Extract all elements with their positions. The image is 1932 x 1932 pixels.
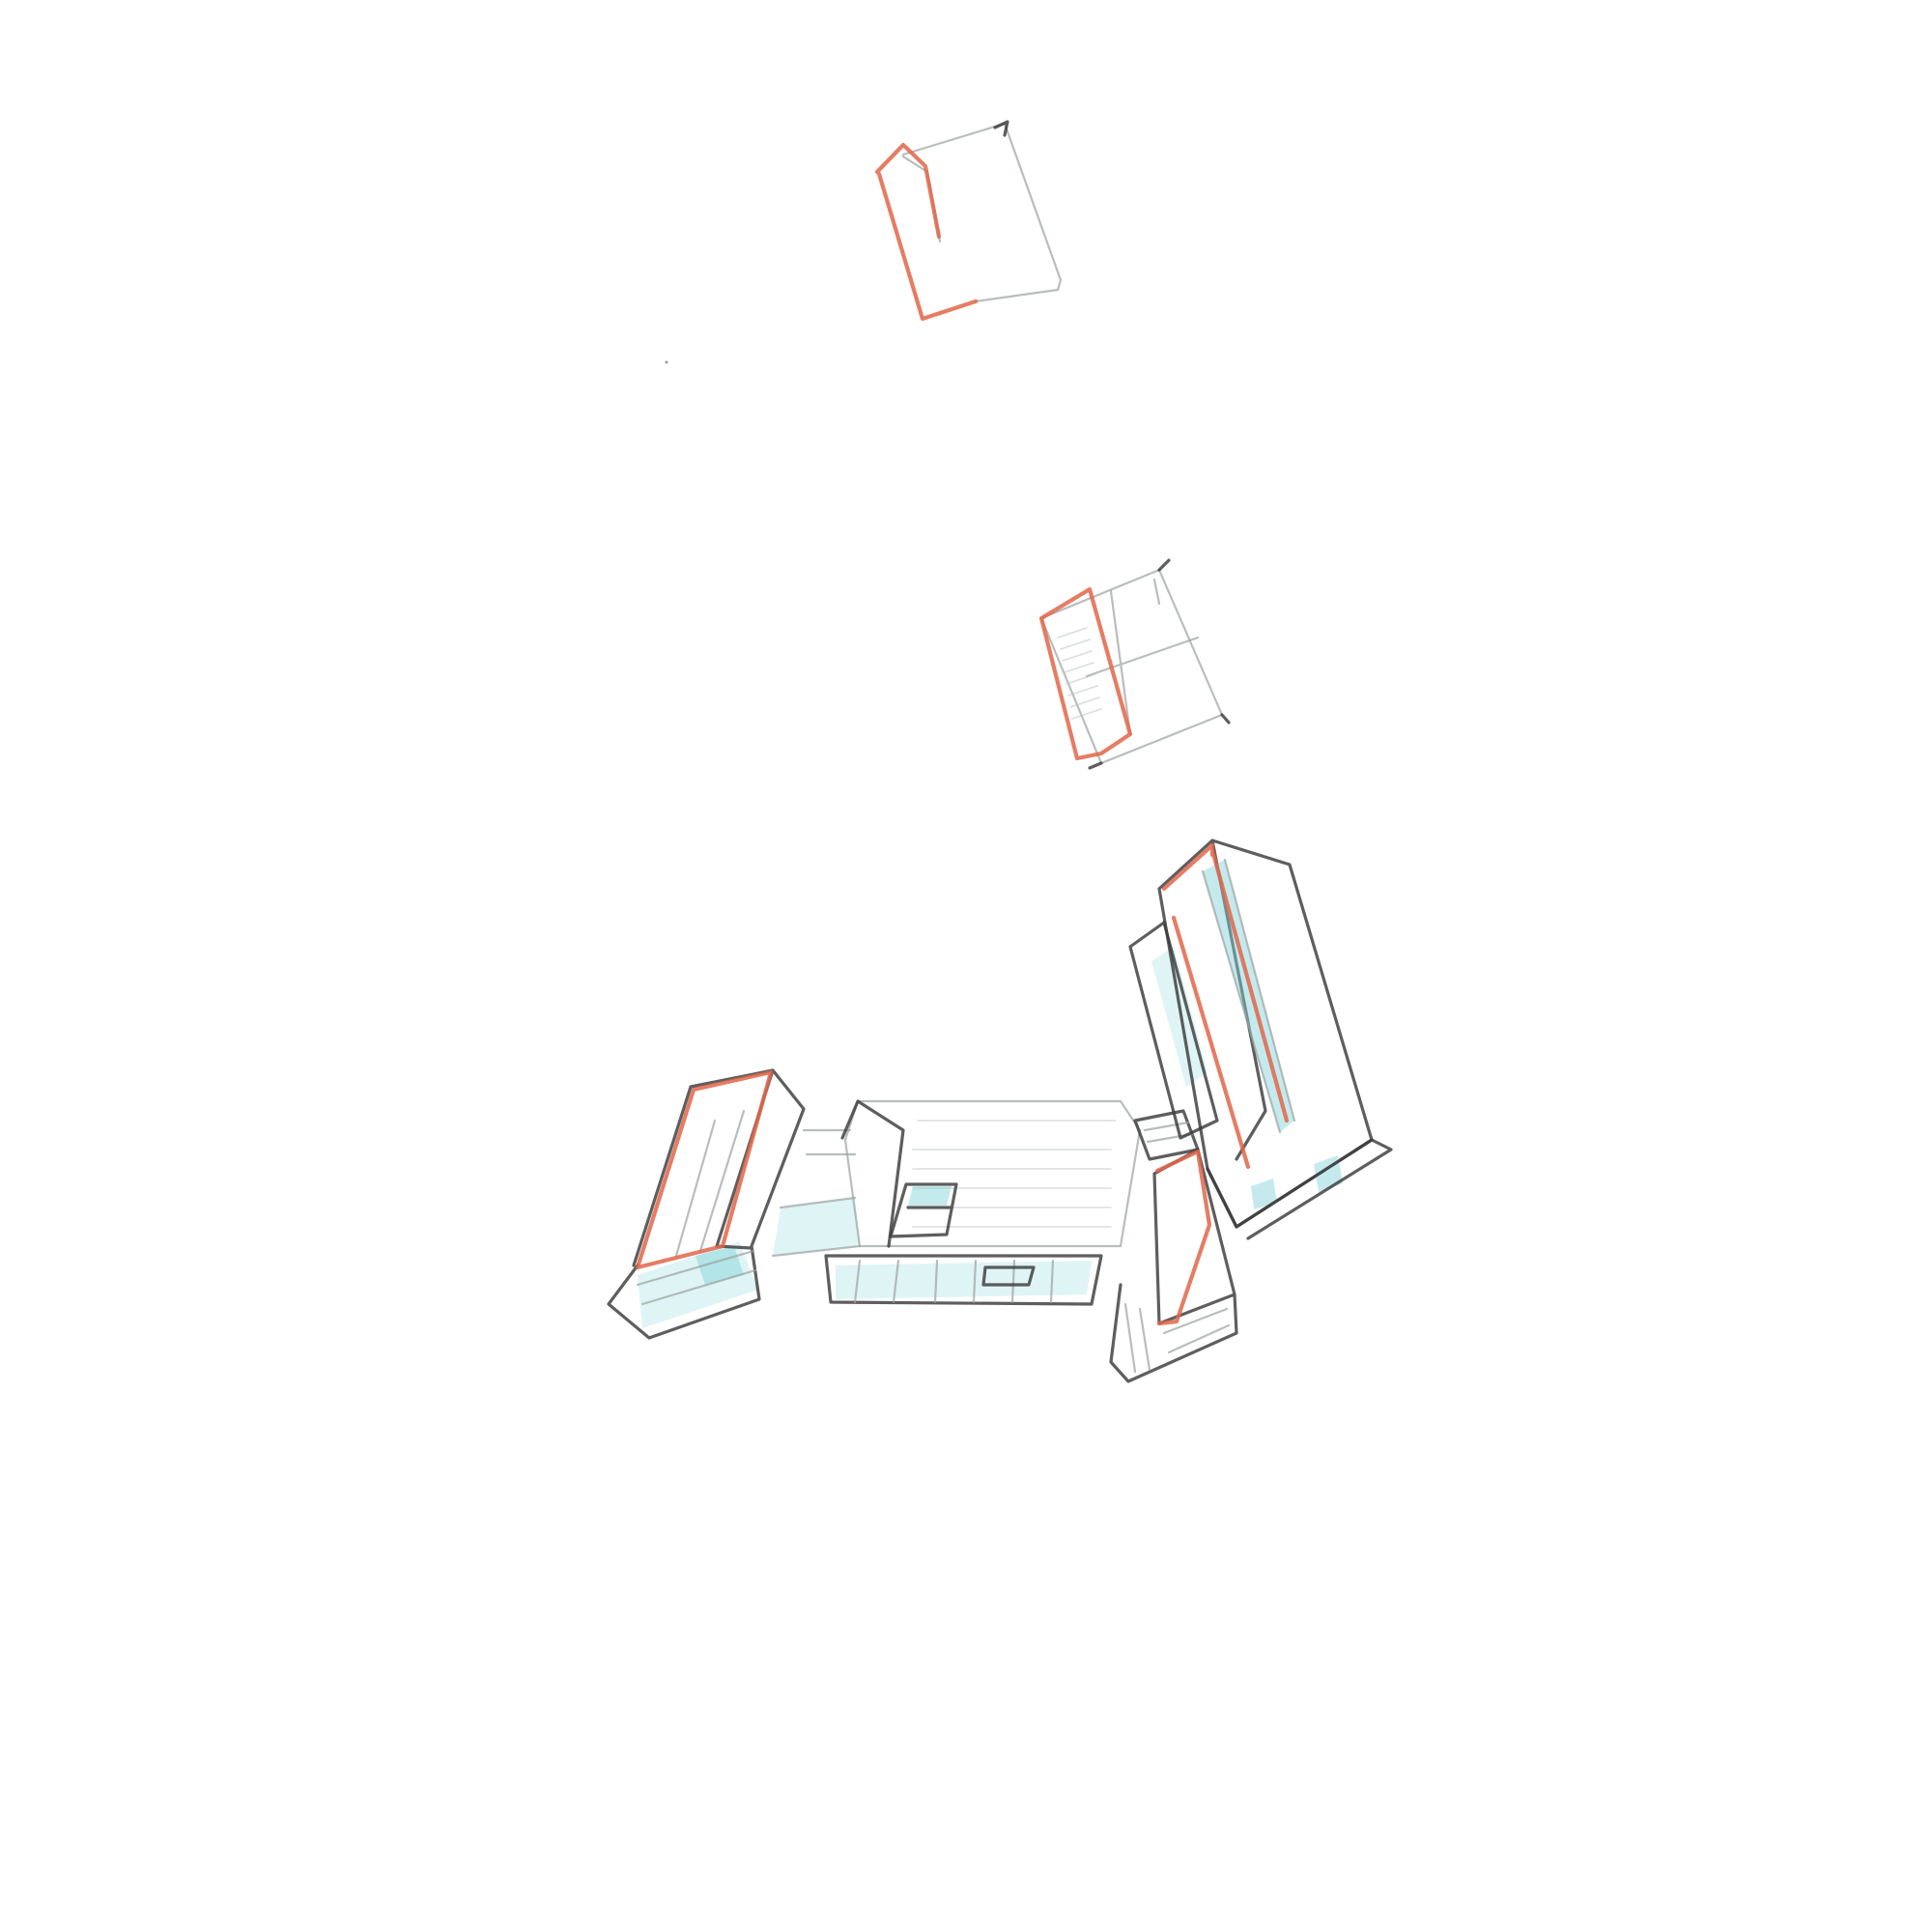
middle-block-grid: [1085, 578, 1200, 736]
right-connector-hatch: [1143, 1121, 1194, 1144]
center-lower-wing-outline: [824, 1254, 1103, 1306]
left-connector: [771, 1128, 862, 1258]
center-block-hatch: [912, 1120, 1117, 1228]
center-skylight-frame: [889, 1182, 958, 1238]
lower-right-box-outline: [1109, 1148, 1238, 1383]
floating-block-middle: [1038, 558, 1231, 770]
tall-stack-base-window-1: [1251, 1179, 1277, 1209]
tall-stack-base-outline: [1206, 1138, 1393, 1240]
center-lower-wing-mullions: [853, 1259, 1055, 1304]
top-block-orange-edge: [874, 142, 979, 322]
middle-block-corners: [1088, 558, 1231, 770]
tall-right-stack: [1128, 838, 1393, 1240]
left-box: [607, 1068, 806, 1340]
left-box-orange-edge: [635, 1069, 774, 1270]
floating-block-top: [874, 120, 1063, 322]
lower-right-box-side-lines: [1123, 1302, 1231, 1374]
top-block-inner-edge: [901, 155, 942, 243]
left-connector-lines: [771, 1128, 862, 1258]
middle-block-orange-edge: [1038, 586, 1133, 761]
center-lower-wing-glazing: [836, 1261, 1092, 1299]
lower-right-box-orange-edge: [1154, 1149, 1212, 1326]
left-connector-glazing: [773, 1198, 860, 1256]
left-box-side-lines: [636, 1109, 757, 1306]
tall-stack-skylight-lines: [1201, 858, 1296, 1134]
center-block: [824, 1099, 1142, 1306]
tall-stack-side-outline: [1128, 921, 1219, 1140]
stray-pencil-mark: [665, 360, 668, 364]
center-lower-wing-window: [981, 1265, 1036, 1287]
top-block-outline: [901, 122, 1063, 303]
center-skylight-glass: [908, 1186, 952, 1206]
middle-block-hatch: [1057, 627, 1102, 720]
lower-right-box: [1109, 1148, 1238, 1383]
left-box-glazing-accent: [696, 1246, 744, 1285]
tall-stack-orange-edge: [1161, 842, 1290, 1170]
center-block-outline: [843, 1099, 1142, 1248]
tall-stack-side-glazing: [1151, 947, 1208, 1087]
center-block-edges: [840, 1099, 905, 1248]
top-block-corner-tr: [993, 120, 1009, 137]
left-box-glazing-fill: [638, 1241, 758, 1328]
